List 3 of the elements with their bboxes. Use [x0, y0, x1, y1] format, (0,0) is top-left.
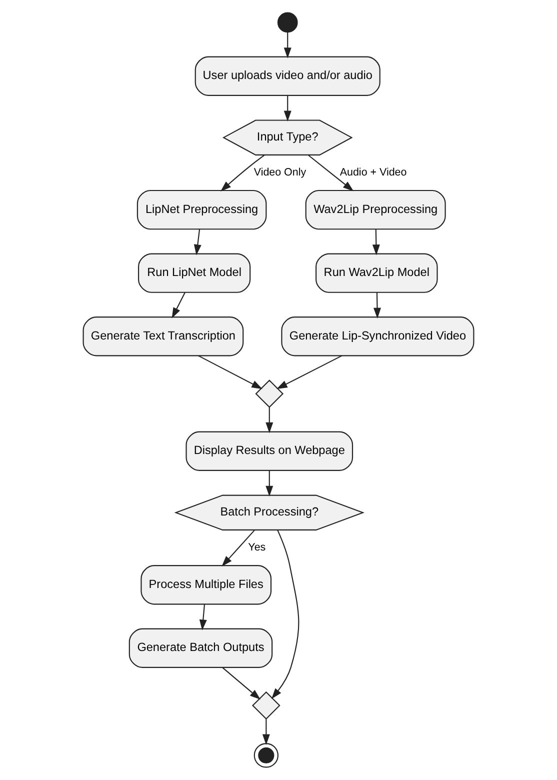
edge-label: Yes — [248, 542, 266, 554]
edge-label: Audio + Video — [340, 166, 407, 178]
edge-label: Video Only — [254, 166, 306, 178]
